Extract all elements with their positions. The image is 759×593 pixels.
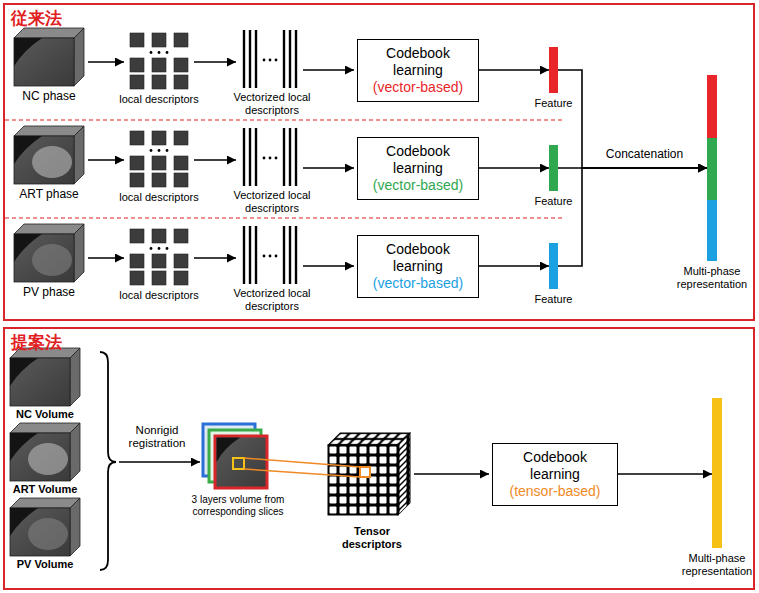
method-panel: 従来法Codebook learning(vector-based)Featur… [3, 3, 755, 321]
feature-bar: Feature [549, 243, 558, 289]
panel-heading: 提案法 [11, 332, 62, 352]
step-label: Nonrigid registration [116, 424, 198, 450]
flow-arrow [414, 473, 489, 475]
ct-volume [10, 498, 80, 556]
box-text: Codebook learning [364, 45, 472, 79]
connector-arrow [618, 473, 712, 475]
ct-volume [14, 126, 84, 184]
patch-marker [233, 458, 244, 469]
drawing-part [398, 433, 410, 515]
bar-label: Feature [529, 195, 579, 208]
step-label: Vectorized local descriptors [227, 189, 317, 214]
flow-arrow [119, 461, 200, 463]
box-text: (tensor-based) [509, 483, 600, 500]
bar-label: Feature [529, 293, 579, 306]
patch-leader [244, 458, 360, 467]
box-text: Codebook learning [499, 449, 611, 483]
pipeline-row [88, 128, 354, 187]
row-separator [5, 217, 565, 218]
connector-arrow [558, 168, 707, 266]
drawing-part [328, 445, 398, 515]
bar-label: Multi-phase representation [675, 265, 749, 291]
feature-bar: Multi-phase representation [707, 75, 717, 261]
ct-volume [14, 224, 84, 282]
connector-arrow [479, 167, 549, 169]
process-box: Codebook learning(vector-based) [357, 137, 479, 200]
connector-arrow [479, 265, 549, 267]
ct-volume [10, 348, 80, 406]
step-label: Tensor descriptors [326, 525, 418, 550]
box-text: (vector-based) [373, 177, 463, 194]
box-text: Codebook learning [364, 241, 472, 275]
panel-heading: 従来法 [11, 8, 62, 28]
slice-layer [215, 436, 267, 488]
step-label: Vectorized local descriptors [227, 91, 317, 116]
step-label: PV phase [9, 286, 89, 300]
ct-volume [14, 28, 84, 86]
pipeline-row [88, 226, 354, 285]
drawing-part [328, 433, 410, 445]
merge-brace [100, 352, 116, 570]
step-label: local descriptors [114, 93, 204, 106]
feature-bar: Feature [549, 145, 558, 191]
bar-label: Multi-phase representation [680, 552, 754, 578]
bar-label: Feature [529, 97, 579, 110]
method-panel: 提案法 Codebook learning(tensor-based) Multi-… [3, 327, 755, 590]
drawing-part [328, 433, 410, 445]
step-label: local descriptors [114, 289, 204, 302]
process-box: Codebook learning(vector-based) [357, 235, 479, 298]
process-box: Codebook learning(vector-based) [357, 39, 479, 102]
row-separator [5, 119, 565, 120]
process-box: Codebook learning(tensor-based) [492, 443, 618, 506]
step-label: NC phase [9, 90, 89, 104]
step-label: 3 layers volume from corresponding slice… [188, 494, 288, 517]
feature-bar: Feature [549, 47, 558, 93]
tensor-highlight [360, 467, 370, 477]
connector-arrow [479, 69, 549, 71]
step-label: local descriptors [114, 191, 204, 204]
box-text: Codebook learning [364, 143, 472, 177]
ct-volume [10, 423, 80, 481]
box-text: (vector-based) [373, 275, 463, 292]
connector-arrow [558, 70, 707, 168]
drawing-part [398, 433, 410, 515]
tensor-cube [328, 433, 410, 515]
pipeline-row [88, 30, 354, 89]
patch-leader [244, 469, 360, 477]
step-label: ART phase [9, 188, 89, 202]
step-label: ART Volume [5, 483, 85, 496]
feature-bar: Multi-phase representation [712, 398, 722, 548]
step-label: PV Volume [5, 558, 85, 571]
step-label: Vectorized local descriptors [227, 287, 317, 312]
box-text: (vector-based) [373, 79, 463, 96]
edge-label: Concatenation [604, 147, 685, 161]
step-label: NC Volume [5, 408, 85, 421]
